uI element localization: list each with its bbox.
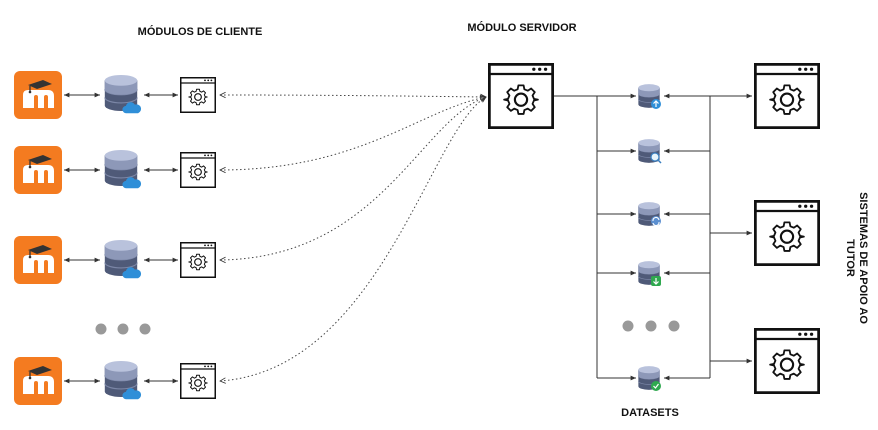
tutor-system-settings-window-icon	[755, 329, 818, 392]
settings-window-icon	[181, 364, 216, 399]
moodle-logo-icon	[14, 236, 62, 284]
moodle-logo-icon	[14, 146, 62, 194]
ellipsis-icon	[622, 320, 680, 332]
datasets-title: DATASETS	[621, 407, 679, 419]
client-row	[14, 236, 215, 284]
tutor-system-settings-window-icon	[755, 64, 818, 127]
settings-window-icon	[181, 243, 216, 278]
settings-window-icon	[181, 153, 216, 188]
tutor-system-settings-window-icon	[755, 201, 818, 264]
client-modules-title: MÓDULOS DE CLIENTE	[138, 25, 263, 38]
dataset-download	[638, 260, 661, 286]
settings-window-icon	[181, 78, 216, 113]
server-bus	[554, 93, 636, 381]
client-row	[14, 71, 215, 119]
dataset-search	[638, 138, 662, 164]
client-row	[14, 146, 215, 194]
server-module-title: MÓDULO SERVIDOR	[467, 21, 576, 34]
client-server-links	[220, 95, 486, 381]
dataset-sync	[638, 201, 661, 227]
dataset-upload	[638, 83, 661, 109]
client-row	[14, 357, 215, 405]
svg-text:TUTOR: TUTOR	[844, 239, 856, 277]
server-settings-window-icon	[489, 64, 552, 127]
tutor-systems-title: SISTEMAS DE APOIO AO TUTOR	[844, 192, 869, 324]
ellipsis-icon	[95, 323, 151, 335]
svg-text:SISTEMAS DE APOIO AO: SISTEMAS DE APOIO AO	[857, 192, 869, 324]
tutor-bus	[664, 93, 752, 381]
dataset-check	[638, 365, 661, 391]
moodle-logo-icon	[14, 71, 62, 119]
moodle-logo-icon	[14, 357, 62, 405]
